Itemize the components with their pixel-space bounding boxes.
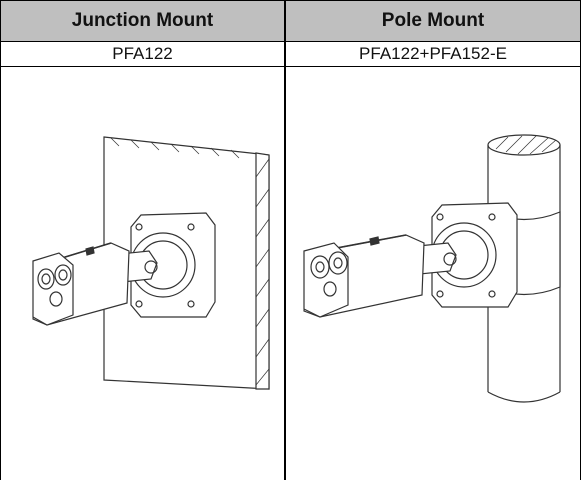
model-junction-mount: PFA122 bbox=[112, 44, 173, 63]
camera-on-pole-icon bbox=[286, 67, 580, 480]
grid-middle bbox=[284, 0, 286, 480]
model-pole-mount: PFA122+PFA152-E bbox=[359, 44, 507, 63]
grid-top bbox=[0, 0, 581, 1]
header-pole-mount: Pole Mount bbox=[286, 0, 580, 41]
camera-on-wall-icon bbox=[1, 67, 284, 480]
grid-header-bottom bbox=[0, 41, 581, 42]
header-junction-mount: Junction Mount bbox=[1, 0, 284, 41]
grid-model-bottom bbox=[0, 66, 581, 67]
grid-left bbox=[0, 0, 1, 480]
